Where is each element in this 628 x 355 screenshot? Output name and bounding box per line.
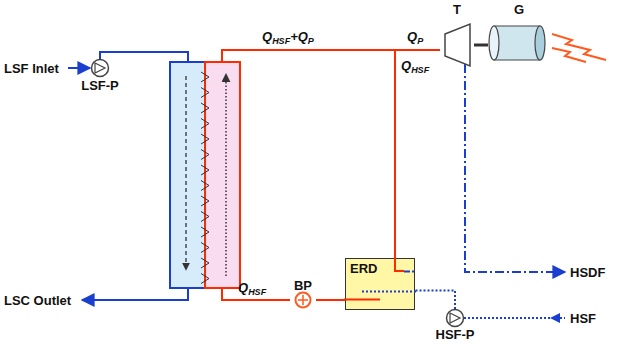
membrane-chevron — [201, 227, 209, 237]
node-label: HSF-P — [432, 327, 478, 342]
membrane — [201, 72, 209, 284]
membrane-chevron — [201, 181, 209, 191]
node-label: BP — [290, 278, 316, 293]
flow-label: QP — [407, 29, 423, 44]
node-label: ERD — [350, 261, 377, 276]
pipe-line — [316, 299, 345, 301]
stream-label: HSF — [570, 311, 596, 326]
shaft-line — [474, 44, 488, 47]
stream-label: LSF Inlet — [4, 61, 59, 76]
outlet-line — [82, 288, 188, 300]
membrane-chevron — [201, 274, 209, 284]
draw-channel — [205, 62, 240, 288]
booster-pump: BP — [290, 278, 316, 310]
membrane-chevron — [201, 72, 209, 82]
membrane-chevron — [201, 150, 209, 160]
discharge-line — [465, 64, 565, 272]
flow-label: QHSF — [401, 58, 429, 73]
power-bolt — [552, 48, 586, 62]
draw-flow-arrow — [225, 74, 227, 276]
draw-inlet-line — [222, 288, 290, 300]
node-label: G — [488, 2, 550, 17]
membrane-chevron — [201, 243, 209, 253]
membrane-chevron — [201, 212, 209, 222]
pressurized-line — [222, 50, 395, 62]
feed-channel — [170, 62, 205, 288]
pump-symbol: LSF-P — [78, 58, 122, 96]
energy-recovery-box: ERD — [345, 258, 415, 310]
generator-symbol: G — [488, 2, 550, 64]
membrane-chevron — [201, 119, 209, 129]
feed-flow-arrow — [185, 76, 186, 270]
pump-symbol: HSF-P — [432, 309, 478, 349]
stream-label: LSC Outlet — [4, 293, 71, 308]
pipe-line — [415, 291, 455, 310]
membrane-chevron — [201, 103, 209, 113]
hsf-arrow — [550, 313, 560, 323]
inlet-arrow — [68, 67, 90, 69]
feed-line — [100, 52, 188, 62]
pipe-line — [395, 50, 440, 258]
turbine-symbol: T — [440, 2, 474, 68]
membrane-chevron — [201, 258, 209, 268]
flow-label: QHSF — [238, 280, 266, 295]
membrane-chevron — [201, 134, 209, 144]
membrane-chevron — [201, 88, 209, 98]
node-label: LSF-P — [78, 78, 122, 93]
membrane-chevron — [201, 165, 209, 175]
node-label: T — [440, 2, 474, 17]
stream-label: HSDF — [570, 265, 605, 280]
hsf-line — [464, 317, 565, 319]
flow-label: QHSF+QP — [262, 29, 314, 44]
power-bolt — [552, 34, 606, 60]
membrane-chevron — [201, 196, 209, 206]
